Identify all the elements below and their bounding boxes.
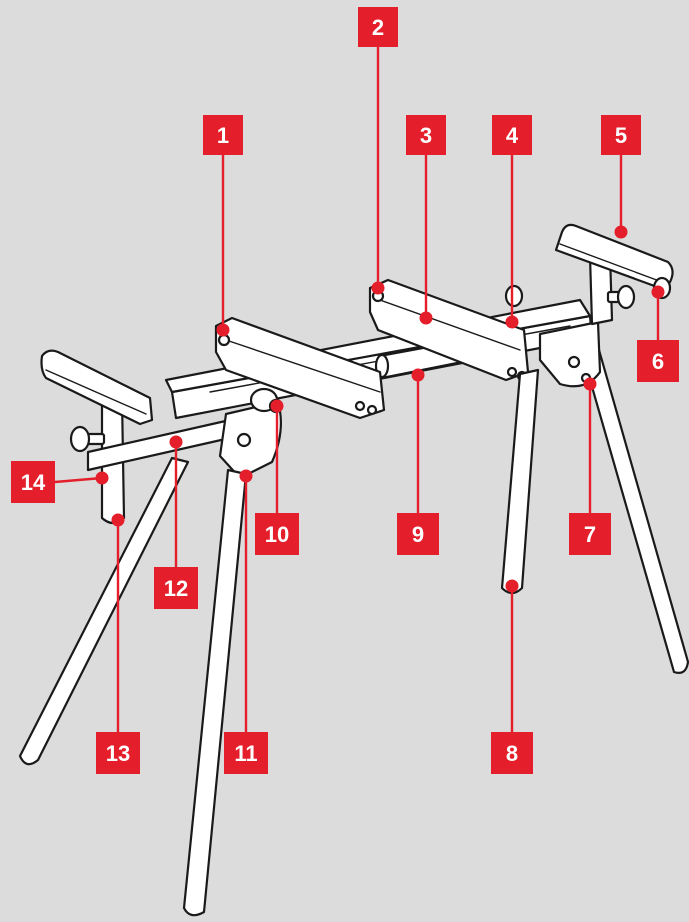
callout-4: 4 — [492, 115, 532, 329]
callout-7: 7 — [569, 377, 611, 555]
right-leg-hub — [538, 320, 602, 388]
callout-anchor-dot — [371, 281, 385, 295]
callout-anchor-dot — [419, 311, 433, 325]
callout-anchor-dot — [505, 315, 519, 329]
callout-number: 4 — [506, 123, 519, 148]
callout-number: 3 — [420, 123, 432, 148]
callout-badge — [224, 732, 268, 774]
callout-badge — [637, 340, 679, 382]
callout-number: 12 — [164, 576, 188, 601]
callout-anchor-dot — [614, 225, 628, 239]
left-outrigger-knob — [69, 425, 106, 453]
callout-anchor-dot — [216, 323, 230, 337]
callout-6: 6 — [637, 285, 679, 382]
stand-illustration — [18, 223, 689, 917]
callout-badge — [358, 7, 398, 47]
callout-13: 13 — [96, 513, 140, 774]
callout-leader-line — [54, 476, 103, 484]
bracket-release-knob — [504, 284, 524, 308]
callout-number: 1 — [217, 123, 229, 148]
callout-badge — [492, 115, 532, 155]
callout-anchor-dot — [411, 368, 425, 382]
callout-number: 8 — [506, 741, 518, 766]
callout-12: 12 — [154, 435, 198, 609]
callout-number: 5 — [615, 123, 627, 148]
callout-badge — [397, 513, 439, 555]
callout-number: 10 — [265, 522, 289, 547]
callout-badge — [601, 115, 641, 155]
callout-11: 11 — [224, 469, 268, 774]
right-outrigger-knob — [606, 284, 636, 310]
front-left-leg — [182, 468, 248, 917]
callout-badge — [203, 115, 243, 155]
callout-number: 13 — [106, 741, 130, 766]
callout-10: 10 — [255, 399, 299, 555]
rear-right-leg — [580, 348, 689, 674]
callout-number: 14 — [21, 470, 46, 495]
callout-8: 8 — [491, 579, 533, 774]
callout-badge — [569, 513, 611, 555]
callout-number: 7 — [584, 522, 596, 547]
callout-9: 9 — [397, 368, 439, 555]
callout-badge — [11, 461, 55, 503]
callout-badge — [96, 732, 140, 774]
callout-anchor-dot — [239, 469, 253, 483]
callout-anchor-dot — [111, 513, 125, 527]
callout-anchor-dot — [583, 377, 597, 391]
callout-anchor-dot — [95, 471, 109, 485]
callout-anchor-dot — [651, 285, 665, 299]
callout-1: 1 — [203, 115, 243, 337]
callout-badge — [491, 732, 533, 774]
callout-anchor-dot — [270, 399, 284, 413]
callout-badge — [255, 513, 299, 555]
callout-badge — [154, 567, 198, 609]
callout-anchor-dot — [169, 435, 183, 449]
callout-2: 2 — [358, 7, 398, 295]
left-support-pad — [40, 349, 154, 426]
callout-anchor-dot — [505, 579, 519, 593]
callout-badge — [406, 115, 446, 155]
right-roller — [554, 223, 674, 290]
callout-number: 6 — [652, 349, 664, 374]
callout-number: 11 — [234, 741, 257, 766]
callout-number: 2 — [372, 15, 384, 40]
callout-3: 3 — [406, 115, 446, 325]
callout-5: 5 — [601, 115, 641, 239]
callout-14: 14 — [11, 461, 109, 503]
front-right-leg — [500, 368, 540, 595]
rear-left-leg — [18, 456, 190, 766]
callout-number: 9 — [412, 522, 424, 547]
